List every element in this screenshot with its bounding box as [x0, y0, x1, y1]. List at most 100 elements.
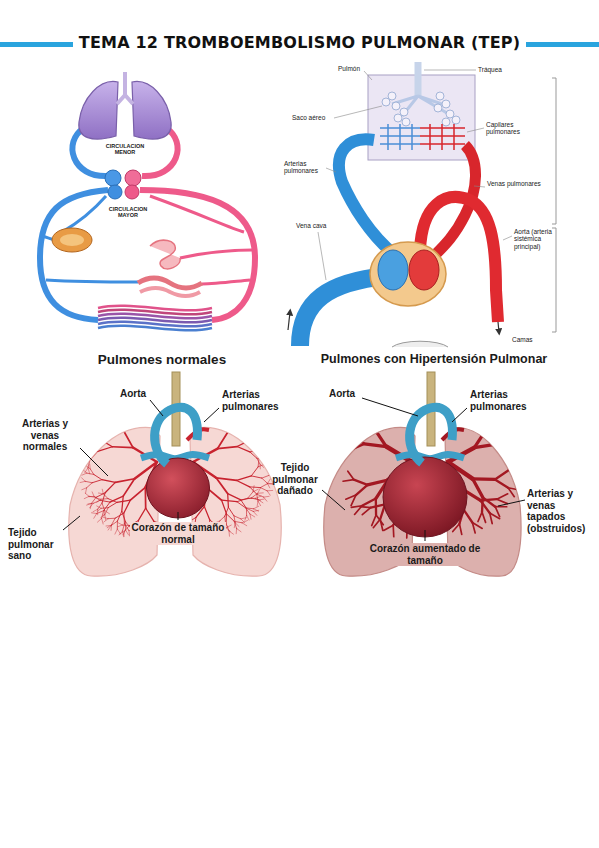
pulmonary-circulation-figure-part-part — [394, 114, 402, 122]
vessel — [251, 476, 262, 478]
vessel — [82, 437, 90, 439]
vessel — [258, 492, 264, 493]
vessel — [266, 446, 271, 447]
vessel — [88, 427, 93, 429]
vessel — [123, 400, 125, 407]
vessel — [218, 393, 220, 398]
vessel — [111, 525, 113, 531]
vessel — [508, 488, 514, 497]
circulation-figure-part — [52, 228, 92, 252]
vessel — [103, 494, 108, 499]
vessel — [92, 480, 102, 483]
part-label: Pulmón — [338, 65, 364, 72]
vessel — [348, 471, 354, 479]
vessel — [228, 494, 241, 500]
vessel — [360, 506, 370, 509]
vessel — [97, 518, 101, 522]
vessel — [105, 415, 111, 423]
vessel — [257, 422, 261, 425]
vessel — [234, 521, 242, 522]
vessel — [237, 440, 250, 446]
part-label: CIRCULACION MENOR — [99, 143, 151, 156]
vessel — [490, 513, 492, 524]
pulmonary-circulation-figure-part-part — [364, 71, 372, 80]
vessel — [250, 486, 261, 488]
part-label: Capilares pulmonares — [486, 121, 528, 136]
vessel — [260, 447, 266, 451]
circulation-figure-part — [180, 250, 252, 258]
pulmonary-circulation-figure-part — [552, 78, 556, 332]
vessel — [495, 470, 509, 479]
vessel — [122, 407, 124, 416]
vessel — [267, 483, 273, 485]
vessel — [250, 431, 255, 440]
vessel — [253, 511, 257, 515]
vessel — [122, 524, 124, 531]
vessel — [257, 494, 264, 497]
vessel — [252, 418, 255, 423]
pulmonary-circulation-figure-part-part — [436, 92, 444, 100]
vessel — [100, 404, 103, 408]
vessel — [250, 514, 251, 519]
vessel — [459, 524, 461, 535]
vessel — [207, 402, 213, 404]
part-label: Corazón de tamaño normal — [130, 522, 226, 545]
vessel — [90, 469, 94, 475]
vessel — [88, 419, 94, 420]
vessel — [138, 508, 145, 520]
vessel — [87, 450, 98, 452]
vessel — [254, 423, 255, 431]
vessel — [267, 444, 270, 448]
vessel — [254, 509, 259, 511]
vessel — [255, 418, 258, 423]
vessel — [260, 484, 267, 488]
pulmonary-circulation-figure-part-part — [388, 92, 396, 100]
pulmonary-circulation-figure-part-part — [382, 98, 390, 106]
pulmonary-circulation-figure-part — [378, 250, 408, 290]
heart — [147, 458, 210, 518]
pulmonary-circulation-figure-part — [415, 62, 422, 98]
vessel — [478, 512, 482, 521]
vessel — [237, 502, 246, 508]
leader-lines-part — [80, 448, 108, 476]
vessel — [266, 454, 269, 458]
vessel — [228, 531, 229, 536]
vessel — [509, 469, 520, 471]
circulation-figure — [40, 72, 255, 330]
vessel — [110, 404, 116, 408]
vessel — [222, 500, 227, 514]
vessel — [254, 506, 259, 509]
leader-lines-part — [150, 400, 163, 416]
vessel — [264, 460, 268, 463]
vessel — [472, 523, 475, 534]
vessel — [118, 523, 122, 525]
figure-heading: Pulmones normales — [91, 352, 233, 368]
vessel — [216, 478, 237, 481]
vessel — [116, 409, 122, 417]
vessel — [104, 519, 108, 522]
circulation-figure-part — [132, 81, 171, 139]
pulmonary-circulation-figure-part-part — [442, 100, 450, 108]
vessel — [257, 420, 262, 422]
vessel — [373, 414, 375, 429]
part-label: Venas pulmonares — [487, 180, 542, 187]
vessel — [267, 490, 273, 491]
vessel — [267, 435, 272, 436]
vessel — [256, 498, 261, 500]
aorta — [155, 407, 198, 464]
vessel — [265, 459, 268, 464]
part-label: Arterias y venas normales — [12, 418, 78, 453]
part-label: Aorta — [322, 388, 362, 400]
lung — [69, 428, 160, 577]
vessel — [98, 413, 105, 415]
vessel — [242, 523, 247, 526]
vessel — [107, 400, 109, 405]
pulmonary-circulation-figure — [288, 62, 556, 347]
circulation-figure-part — [117, 72, 133, 104]
vessel — [85, 493, 89, 496]
vessel — [94, 514, 97, 519]
vessel — [267, 431, 270, 436]
vessel — [354, 413, 361, 421]
circulation-figure-part — [105, 170, 121, 186]
vessel — [115, 479, 134, 483]
